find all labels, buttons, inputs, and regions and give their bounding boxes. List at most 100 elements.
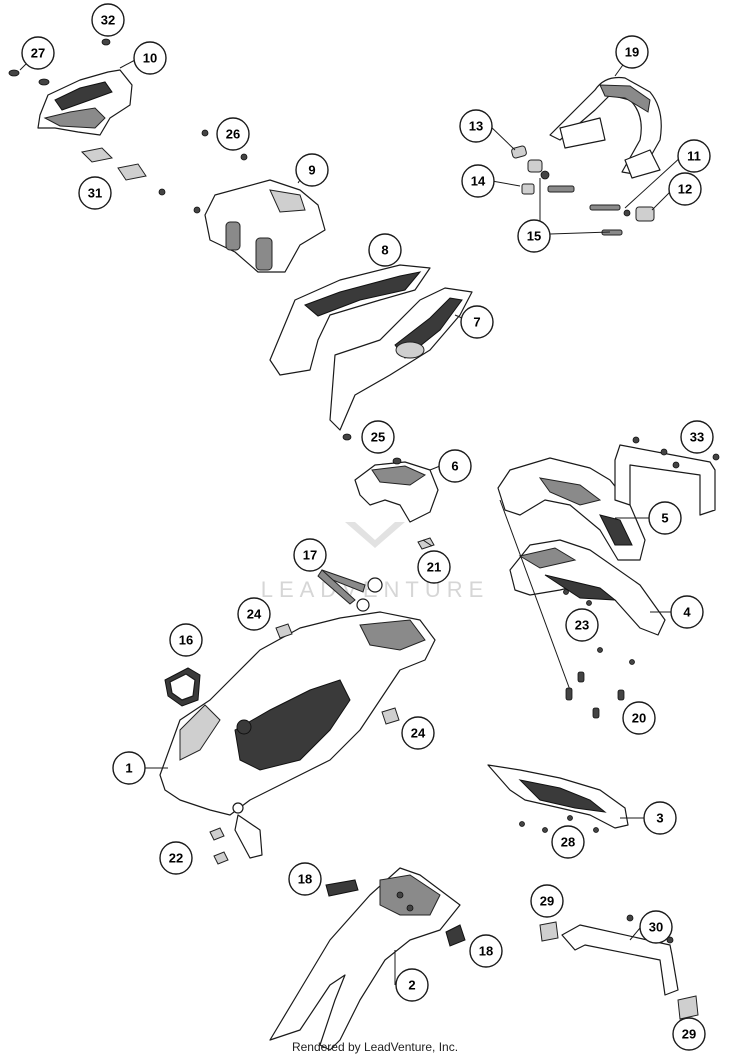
part-30-bracket[interactable] <box>561 914 679 996</box>
svg-text:21: 21 <box>427 560 441 575</box>
svg-text:3: 3 <box>656 811 663 826</box>
part-4-subframe-lower[interactable] <box>509 539 672 636</box>
svg-text:8: 8 <box>381 243 388 258</box>
part-23-bolts[interactable] <box>563 589 635 665</box>
part-10-upper-cover[interactable] <box>37 59 136 136</box>
part-6-cover[interactable] <box>354 461 441 523</box>
part-27-screw[interactable] <box>8 61 50 86</box>
svg-text:26: 26 <box>226 127 240 142</box>
part-22-clips[interactable] <box>209 827 229 865</box>
callout-24b[interactable]: 24 <box>401 716 435 750</box>
part-5-subframe-upper[interactable] <box>497 457 650 561</box>
part-19-grab-handle[interactable] <box>549 61 662 179</box>
svg-text:33: 33 <box>690 430 704 445</box>
callout-30[interactable]: 30 <box>639 910 673 944</box>
callout-26[interactable]: 26 <box>216 117 250 151</box>
svg-text:11: 11 <box>687 149 701 164</box>
callout-9[interactable]: 9 <box>295 153 329 187</box>
callout-18b[interactable]: 18 <box>469 934 503 968</box>
part-21-clip[interactable] <box>417 537 435 550</box>
callout-24a[interactable]: 24 <box>237 597 271 631</box>
part-17-strap[interactable] <box>317 569 383 612</box>
part-3-rear-cover[interactable] <box>487 764 645 829</box>
callout-31[interactable]: 31 <box>78 176 112 210</box>
callout-28[interactable]: 28 <box>551 825 585 859</box>
callout-22[interactable]: 22 <box>159 841 193 875</box>
callout-32[interactable]: 32 <box>91 3 125 37</box>
parts-11-15-hardware[interactable] <box>487 123 683 236</box>
callout-23[interactable]: 23 <box>565 608 599 642</box>
part-1-tail-fairing[interactable] <box>145 611 436 859</box>
svg-text:9: 9 <box>308 163 315 178</box>
svg-text:6: 6 <box>451 459 458 474</box>
part-18-reflectors[interactable] <box>325 879 466 947</box>
callout-13[interactable]: 13 <box>459 109 493 143</box>
callout-4[interactable]: 4 <box>670 595 704 629</box>
part-33-bracket[interactable] <box>614 436 720 516</box>
callout-19[interactable]: 19 <box>615 35 649 69</box>
svg-text:18: 18 <box>298 872 312 887</box>
svg-text:2: 2 <box>408 978 415 993</box>
part-20-bolts[interactable] <box>499 499 625 719</box>
svg-text:4: 4 <box>683 605 691 620</box>
callout-15[interactable]: 15 <box>517 219 551 253</box>
callout-10[interactable]: 10 <box>133 41 167 75</box>
callout-3[interactable]: 3 <box>643 801 677 835</box>
part-32-screw[interactable] <box>101 38 111 46</box>
callout-6[interactable]: 6 <box>438 449 472 483</box>
part-26-screws[interactable] <box>158 129 248 214</box>
callout-21[interactable]: 21 <box>417 550 451 584</box>
part-2-plate-holder[interactable] <box>269 867 461 1051</box>
svg-text:5: 5 <box>661 511 668 526</box>
callout-18a[interactable]: 18 <box>288 862 322 896</box>
part-16-plate[interactable] <box>164 667 201 707</box>
callout-8[interactable]: 8 <box>368 233 402 267</box>
callout-17[interactable]: 17 <box>293 538 327 572</box>
callout-20[interactable]: 20 <box>622 701 656 735</box>
svg-text:27: 27 <box>31 46 45 61</box>
svg-text:23: 23 <box>575 618 589 633</box>
callout-2[interactable]: 2 <box>395 968 429 1002</box>
part-9-bracket[interactable] <box>204 171 326 273</box>
svg-text:29: 29 <box>540 894 554 909</box>
svg-text:24: 24 <box>411 726 426 741</box>
part-29-pads[interactable] <box>539 921 699 1020</box>
callout-1[interactable]: 1 <box>112 751 146 785</box>
part-7-side-panel[interactable] <box>329 287 473 431</box>
part-31-pads[interactable] <box>80 147 147 181</box>
callout-27[interactable]: 27 <box>21 36 55 70</box>
callout-14[interactable]: 14 <box>461 164 495 198</box>
svg-text:1: 1 <box>125 761 132 776</box>
footer-credit: Rendered by LeadVenture, Inc. <box>291 1040 459 1054</box>
callout-7[interactable]: 7 <box>460 305 494 339</box>
callout-29a[interactable]: 29 <box>530 884 564 918</box>
svg-text:7: 7 <box>473 315 480 330</box>
callout-29b[interactable]: 29 <box>672 1017 706 1051</box>
svg-text:20: 20 <box>632 711 646 726</box>
callout-25[interactable]: 25 <box>361 420 395 454</box>
svg-text:13: 13 <box>469 119 483 134</box>
svg-text:22: 22 <box>169 851 183 866</box>
callout-5[interactable]: 5 <box>648 501 682 535</box>
svg-text:29: 29 <box>682 1027 696 1042</box>
part-24-pads[interactable] <box>275 623 400 725</box>
callout-33[interactable]: 33 <box>680 420 714 454</box>
svg-text:32: 32 <box>101 13 115 28</box>
svg-text:25: 25 <box>371 430 385 445</box>
svg-text:16: 16 <box>179 633 193 648</box>
svg-text:30: 30 <box>649 920 663 935</box>
callout-16[interactable]: 16 <box>169 623 203 657</box>
svg-text:24: 24 <box>247 607 262 622</box>
svg-text:12: 12 <box>678 182 692 197</box>
svg-text:10: 10 <box>143 51 157 66</box>
svg-text:17: 17 <box>303 548 317 563</box>
svg-text:18: 18 <box>479 944 493 959</box>
callout-11[interactable]: 11 <box>677 139 711 173</box>
part-25-screws[interactable] <box>342 433 402 465</box>
callout-12[interactable]: 12 <box>668 172 702 206</box>
svg-text:28: 28 <box>561 835 575 850</box>
svg-text:14: 14 <box>471 174 486 189</box>
svg-text:31: 31 <box>88 186 102 201</box>
part-28-screws[interactable] <box>519 815 599 833</box>
